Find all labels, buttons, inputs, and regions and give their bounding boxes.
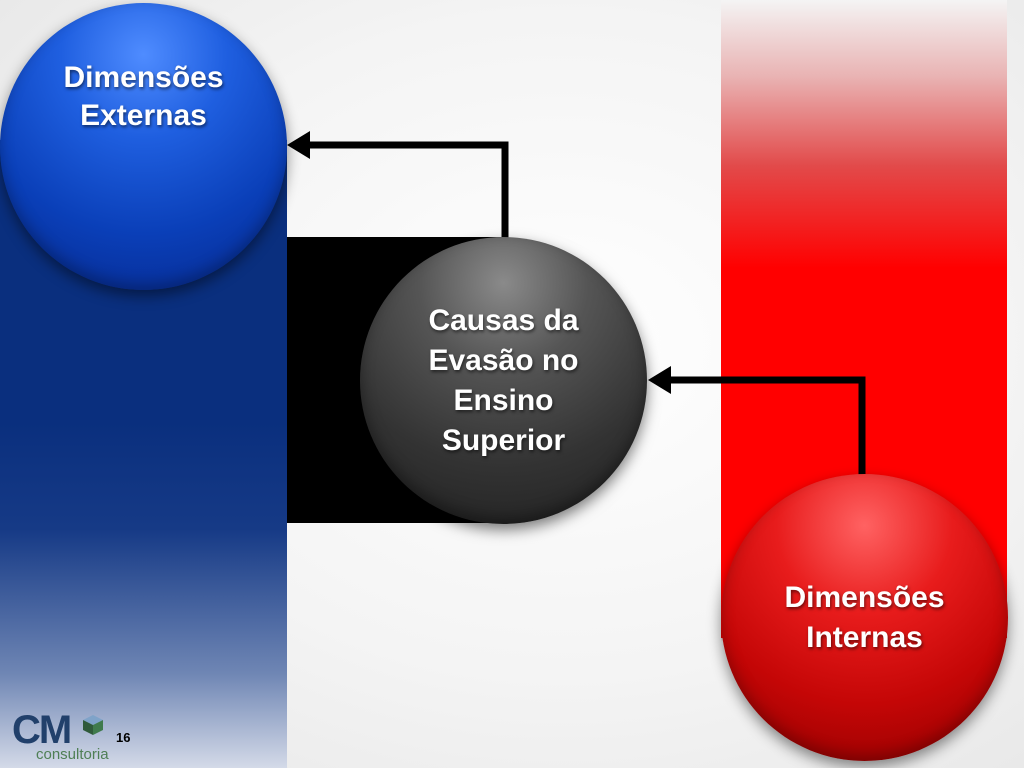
cm-consultoria-logo: CM consultoria: [12, 708, 122, 764]
cube-icon: [83, 715, 103, 735]
node-dimensoes-internas: Dimensões Internas: [721, 474, 1008, 761]
arrowhead-external: [287, 131, 310, 159]
arrow-center-to-external: [306, 141, 509, 240]
page-number: 16: [116, 730, 131, 745]
node-label: Dimensões Externas: [63, 60, 224, 132]
node-label: Causas da Evasão no Ensino Superior: [428, 303, 579, 457]
node-label: Dimensões Internas: [784, 580, 945, 654]
arrowhead-center: [648, 366, 671, 394]
node-causas-evasao: Causas da Evasão no Ensino Superior: [360, 237, 647, 524]
logo-sub-text: consultoria: [36, 746, 109, 763]
logo-main-text: CM: [12, 708, 72, 752]
node-dimensoes-externas: Dimensões Externas: [0, 3, 287, 290]
